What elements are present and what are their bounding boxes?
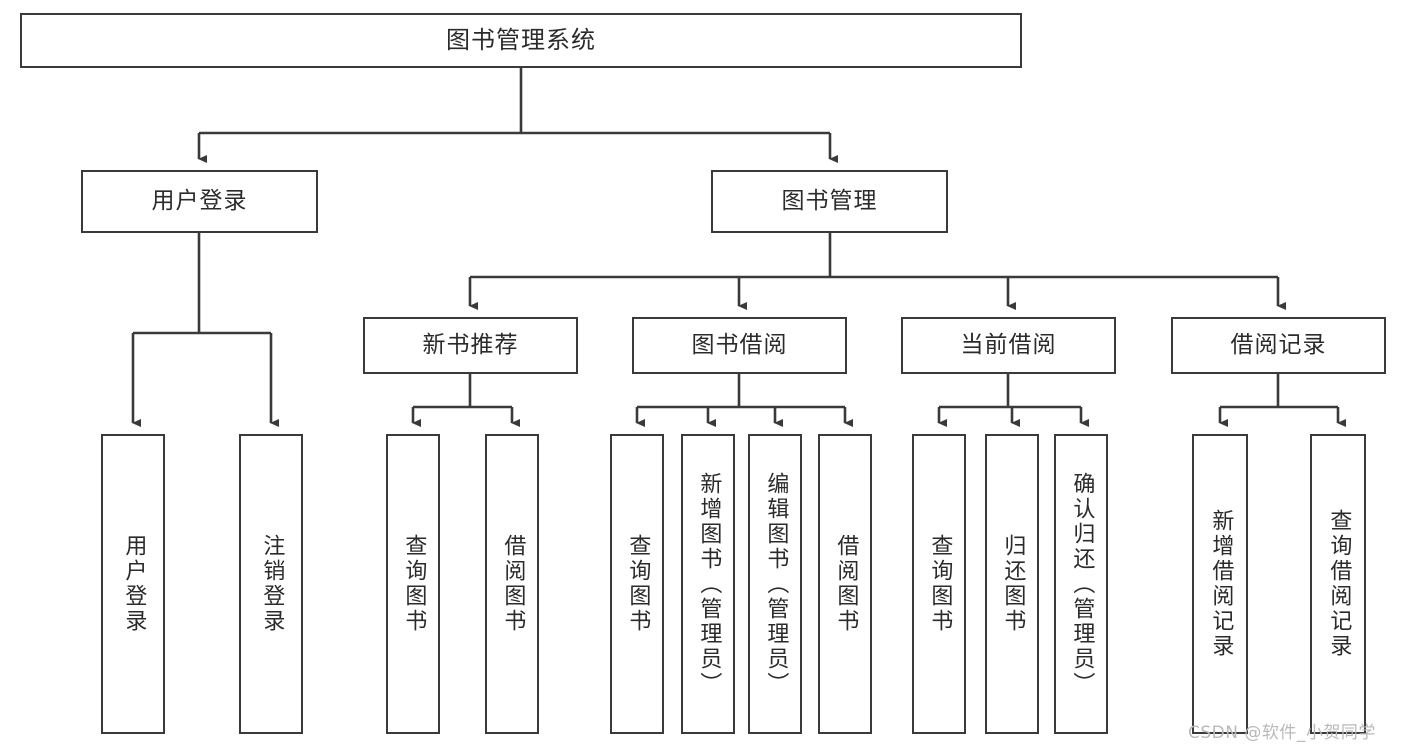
node-label: 查询图书 [401, 534, 427, 634]
node-new-book-recommend[interactable]: 新书推荐 [363, 317, 578, 374]
node-label: 归还图书 [1000, 534, 1026, 634]
node-label: 图书借阅 [691, 331, 788, 358]
leaf-borrow-book-recommend[interactable]: 借阅图书 [485, 434, 539, 734]
node-label: 查询图书 [625, 534, 651, 634]
node-label: 查询借阅记录 [1326, 509, 1352, 659]
leaf-user-login[interactable]: 用户登录 [101, 434, 165, 734]
node-label: 注销登录 [259, 534, 285, 634]
node-root-system[interactable]: 图书管理系统 [20, 13, 1022, 68]
node-label: 新增借阅记录 [1208, 509, 1234, 659]
node-user-login[interactable]: 用户登录 [81, 170, 318, 233]
leaf-query-book-borrow[interactable]: 查询图书 [610, 434, 664, 734]
node-label: 编辑图书（管理员） [763, 471, 789, 697]
node-borrow-record[interactable]: 借阅记录 [1171, 317, 1386, 374]
leaf-borrow-book-borrow[interactable]: 借阅图书 [818, 434, 872, 734]
node-label: 用户登录 [151, 187, 248, 214]
node-label: 图书管理 [781, 187, 878, 214]
node-label: 当前借阅 [960, 331, 1057, 358]
node-label: 新书推荐 [422, 331, 519, 358]
node-label: 新增图书（管理员） [696, 471, 722, 697]
leaf-edit-book-admin[interactable]: 编辑图书（管理员） [748, 434, 802, 734]
node-label: 图书管理系统 [446, 26, 596, 55]
node-label: 借阅图书 [833, 534, 859, 634]
leaf-return-book[interactable]: 归还图书 [985, 434, 1039, 734]
node-label: 确认归还（管理员） [1069, 471, 1095, 697]
leaf-query-borrow-record[interactable]: 查询借阅记录 [1310, 434, 1366, 734]
node-book-borrow[interactable]: 图书借阅 [632, 317, 847, 374]
leaf-add-book-admin[interactable]: 新增图书（管理员） [681, 434, 735, 734]
node-label: 查询图书 [927, 534, 953, 634]
leaf-query-book-current[interactable]: 查询图书 [912, 434, 966, 734]
leaf-confirm-return-admin[interactable]: 确认归还（管理员） [1054, 434, 1108, 734]
node-current-borrow[interactable]: 当前借阅 [901, 317, 1116, 374]
leaf-user-logout[interactable]: 注销登录 [239, 434, 303, 734]
node-label: 借阅记录 [1230, 331, 1327, 358]
leaf-query-book-recommend[interactable]: 查询图书 [386, 434, 440, 734]
leaf-add-borrow-record[interactable]: 新增借阅记录 [1192, 434, 1248, 734]
csdn-watermark: CSDN @软件_小贺同学 [1188, 723, 1376, 743]
node-label: 借阅图书 [500, 534, 526, 634]
node-book-manage[interactable]: 图书管理 [711, 170, 948, 233]
node-label: 用户登录 [121, 534, 147, 634]
